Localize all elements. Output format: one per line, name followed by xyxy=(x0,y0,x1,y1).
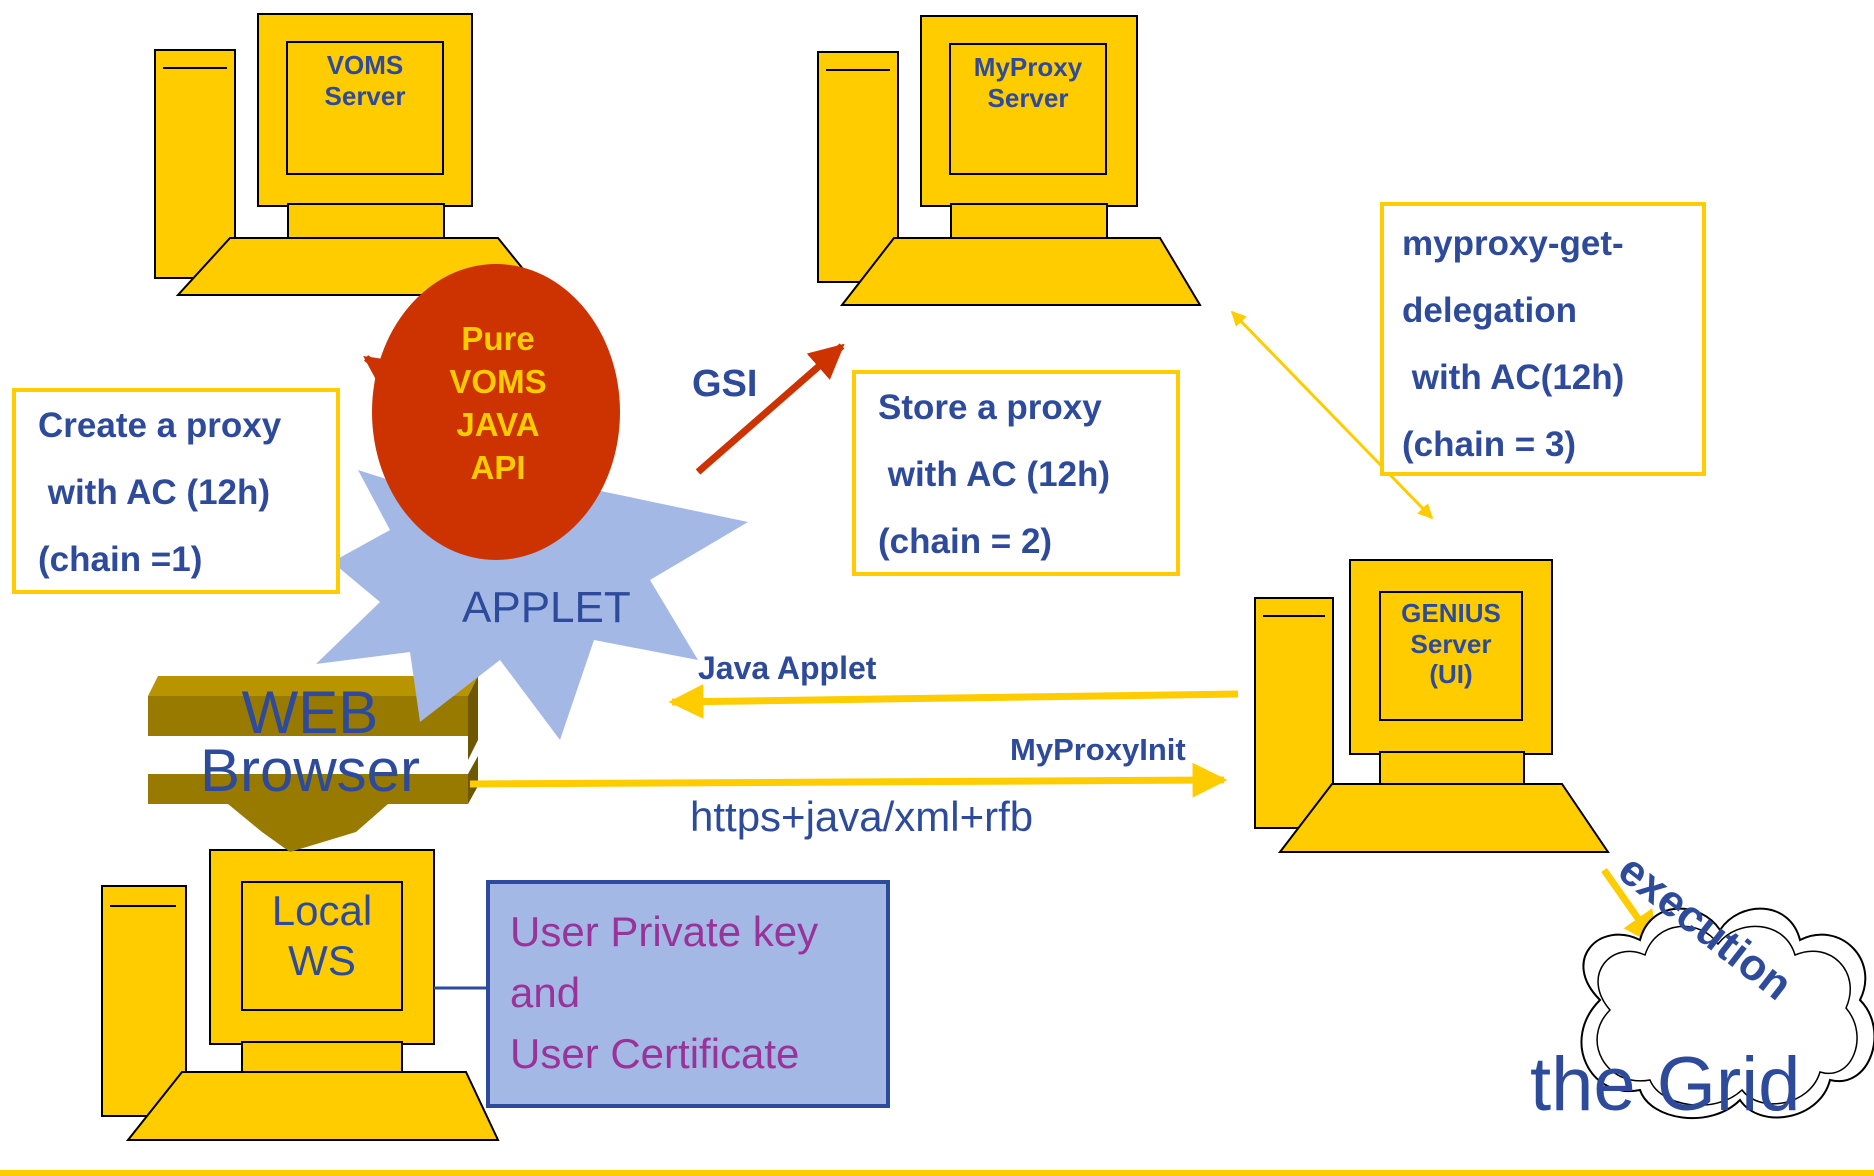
genius-server-label: GENIUS Server (UI) xyxy=(1401,598,1501,690)
user-credentials-box: User Private key and User Certificate xyxy=(486,880,890,1108)
local-ws-label: Local WS xyxy=(271,887,373,985)
myproxyinit-arrow xyxy=(469,762,1228,798)
voms-server-label: VOMS Server xyxy=(324,50,406,111)
grid-cloud-icon xyxy=(1580,907,1874,1120)
gsi-label: GSI xyxy=(692,363,758,405)
grid-label: the Grid xyxy=(1530,1042,1801,1127)
web-browser-label: WEB Browser xyxy=(199,679,421,804)
local-computer-icon xyxy=(101,849,500,1141)
myproxyinit-label: MyProxyInit xyxy=(1010,732,1186,767)
myproxy-computer-icon xyxy=(817,15,1202,306)
voms-computer-icon xyxy=(154,13,547,296)
applet-label: APPLET xyxy=(462,583,631,632)
genius-computer-icon xyxy=(1254,559,1610,853)
gsi-arrow xyxy=(695,343,845,475)
applet-starburst xyxy=(316,400,748,740)
voms-api-label: Pure VOMS JAVA API xyxy=(449,320,547,486)
myproxy-server-label: MyProxy Server xyxy=(973,52,1083,113)
store-proxy-box: Store a proxy with AC (12h) (chain = 2) xyxy=(852,370,1180,576)
store-proxy-text: Store a proxy with AC (12h) (chain = 2) xyxy=(878,388,1111,561)
java-applet-arrow xyxy=(668,684,1239,720)
protocol-label: https+java/xml+rfb xyxy=(690,793,1034,840)
create-proxy-text: Create a proxy with AC (12h) (chain =1) xyxy=(38,406,282,579)
voms-api-bubble xyxy=(372,264,620,560)
get-delegation-box: myproxy-get- delegation with AC(12h) (ch… xyxy=(1380,202,1706,476)
delegation-arrow xyxy=(1230,310,1434,520)
java-applet-label: Java Applet xyxy=(698,650,877,686)
web-browser-block xyxy=(148,676,478,852)
bottom-rule xyxy=(0,1170,1874,1176)
get-delegation-text: myproxy-get- delegation with AC(12h) (ch… xyxy=(1402,224,1625,464)
user-credentials-text: User Private key and User Certificate xyxy=(510,908,819,1077)
create-proxy-box: Create a proxy with AC (12h) (chain =1) xyxy=(12,388,340,594)
